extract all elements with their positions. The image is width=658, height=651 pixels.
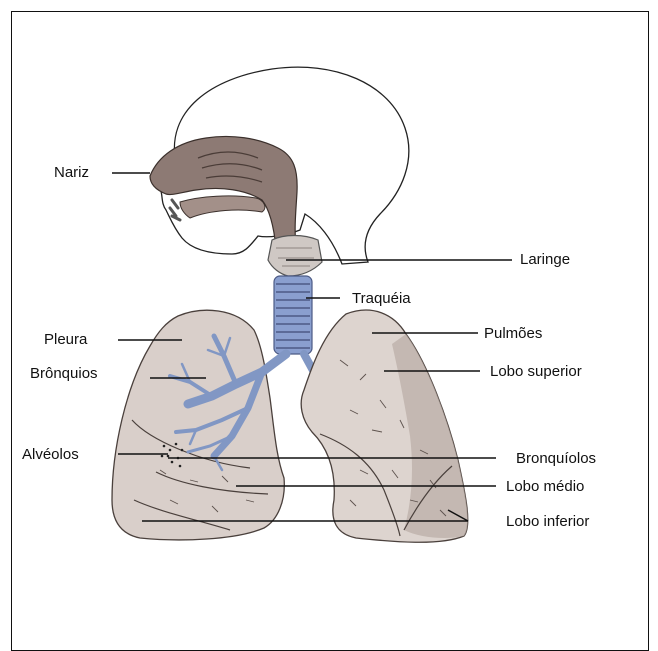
trachea [274, 276, 312, 354]
label-lobo-inferior: Lobo inferior [506, 513, 589, 530]
mouth-cavity [180, 196, 265, 218]
label-nariz: Nariz [54, 164, 89, 181]
larynx [268, 236, 322, 277]
respiratory-system-illustration [0, 0, 658, 630]
label-alveolos: Alvéolos [22, 446, 79, 463]
label-lobo-superior: Lobo superior [490, 363, 582, 380]
nasal-cavity [150, 136, 297, 248]
teeth [170, 200, 180, 220]
label-laringe: Laringe [520, 251, 570, 268]
label-pleura: Pleura [44, 331, 87, 348]
label-bronquiolos: Bronquíolos [516, 450, 596, 467]
label-lobo-medio: Lobo médio [506, 478, 584, 495]
label-bronquios: Brônquios [30, 365, 98, 382]
label-traqueia: Traquéia [352, 290, 411, 307]
label-pulmoes: Pulmões [484, 325, 542, 342]
